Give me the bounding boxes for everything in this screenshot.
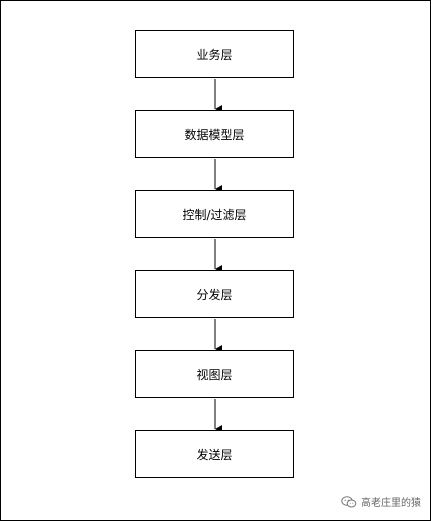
node-label: 分发层 — [196, 287, 233, 302]
wechat-icon — [341, 495, 357, 507]
node-send-layer: 发送层 — [135, 430, 294, 478]
node-label: 发送层 — [196, 447, 233, 462]
node-label: 业务层 — [196, 47, 233, 62]
watermark: 高老庄里的猿 — [341, 494, 421, 509]
node-dispatch-layer: 分发层 — [135, 270, 294, 318]
watermark-text: 高老庄里的猿 — [361, 498, 421, 509]
node-business-layer: 业务层 — [135, 30, 294, 78]
node-view-layer: 视图层 — [135, 350, 294, 398]
node-label: 视图层 — [196, 367, 233, 382]
node-label: 数据模型层 — [184, 127, 245, 142]
node-data-model-layer: 数据模型层 — [135, 110, 294, 158]
node-label: 控制/过滤层 — [182, 207, 247, 222]
node-control-filter-layer: 控制/过滤层 — [135, 190, 294, 238]
